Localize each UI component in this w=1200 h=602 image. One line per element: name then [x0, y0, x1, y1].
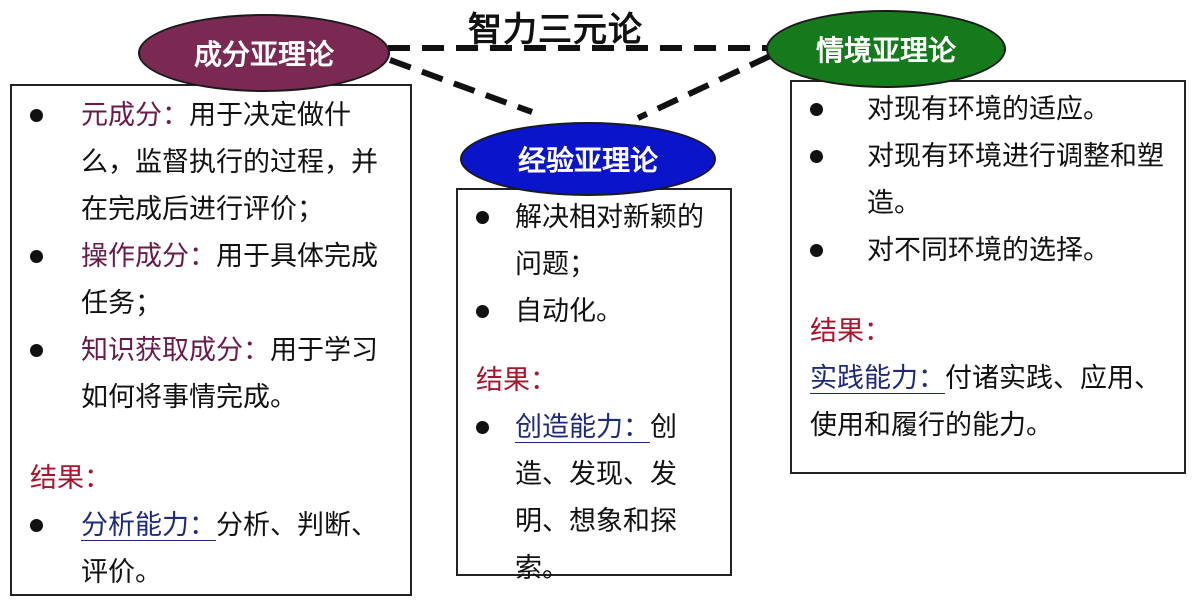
item-text: 解决相对新颖的问题； — [515, 202, 704, 280]
result-term: 实践能力： — [810, 363, 945, 394]
diagram-title: 智力三元论 — [468, 10, 643, 50]
result-term: 创造能力： — [515, 412, 650, 443]
result-item: 分析能力：分析、判断、评价。 — [30, 502, 400, 596]
bullet-icon — [810, 150, 823, 163]
item-text: 用于决定做什么，监督执行的过程，并在完成后进行评价； — [81, 100, 378, 225]
bullet-icon — [810, 244, 823, 257]
list-item: 对现有环境进行调整和塑造。 — [810, 133, 1174, 227]
item-text: 用于具体完成任务； — [81, 241, 378, 319]
item-text: 对现有环境进行调整和塑造。 — [867, 141, 1164, 219]
list-item: 对现有环境的适应。 — [810, 86, 1174, 133]
componential-subtheory-ellipse: 成分亚理论 — [138, 14, 390, 92]
result-item: 实践能力：付诸实践、应用、使用和履行的能力。 — [810, 355, 1174, 449]
item-text: 用于学习如何将事情完成。 — [81, 335, 378, 413]
result-label: 结果： — [810, 316, 891, 347]
bullet-icon — [30, 250, 43, 263]
connector-contextual-experiential — [636, 53, 772, 121]
list-item: 元成分：用于决定做什么，监督执行的过程，并在完成后进行评价； — [30, 92, 400, 233]
contextual-subtheory-ellipse: 情境亚理论 — [766, 10, 1006, 88]
item-term: 知识获取成分： — [81, 335, 270, 366]
item-term: 操作成分： — [81, 241, 216, 272]
list-item: 解决相对新颖的问题； — [476, 194, 720, 288]
bullet-icon — [30, 519, 43, 532]
result-text: 创造、发现、发明、想象和探索。 — [515, 412, 677, 584]
result-item: 创造能力：创造、发现、发明、想象和探索。 — [476, 404, 720, 592]
result-text: 付诸实践、应用、使用和履行的能力。 — [810, 363, 1161, 441]
componential-panel: 元成分：用于决定做什么，监督执行的过程，并在完成后进行评价； 操作成分：用于具体… — [10, 84, 412, 596]
list-item: 对不同环境的选择。 — [810, 227, 1174, 274]
experiential-panel: 解决相对新颖的问题； 自动化。 结果： 创造能力：创造、发现、发明、想象和探索。 — [456, 188, 732, 584]
item-term: 元成分： — [81, 100, 189, 131]
item-text: 自动化。 — [515, 296, 623, 327]
experiential-subtheory-ellipse: 经验亚理论 — [460, 122, 716, 196]
bullet-icon — [30, 109, 43, 122]
bullet-icon — [476, 421, 489, 434]
result-term: 分析能力： — [81, 510, 216, 541]
bullet-icon — [476, 211, 489, 224]
list-item: 知识获取成分：用于学习如何将事情完成。 — [30, 327, 400, 421]
bullet-icon — [476, 305, 489, 318]
contextual-panel: 对现有环境的适应。 对现有环境进行调整和塑造。 对不同环境的选择。 结果： 实践… — [790, 80, 1186, 474]
item-text: 对现有环境的适应。 — [867, 94, 1110, 125]
list-item: 自动化。 — [476, 288, 720, 335]
bullet-icon — [30, 344, 43, 357]
bullet-icon — [810, 103, 823, 116]
result-text: 分析、判断、评价。 — [81, 510, 378, 588]
result-label: 结果： — [476, 365, 557, 396]
result-label: 结果： — [30, 463, 111, 494]
item-text: 对不同环境的选择。 — [867, 235, 1110, 266]
list-item: 操作成分：用于具体完成任务； — [30, 233, 400, 327]
